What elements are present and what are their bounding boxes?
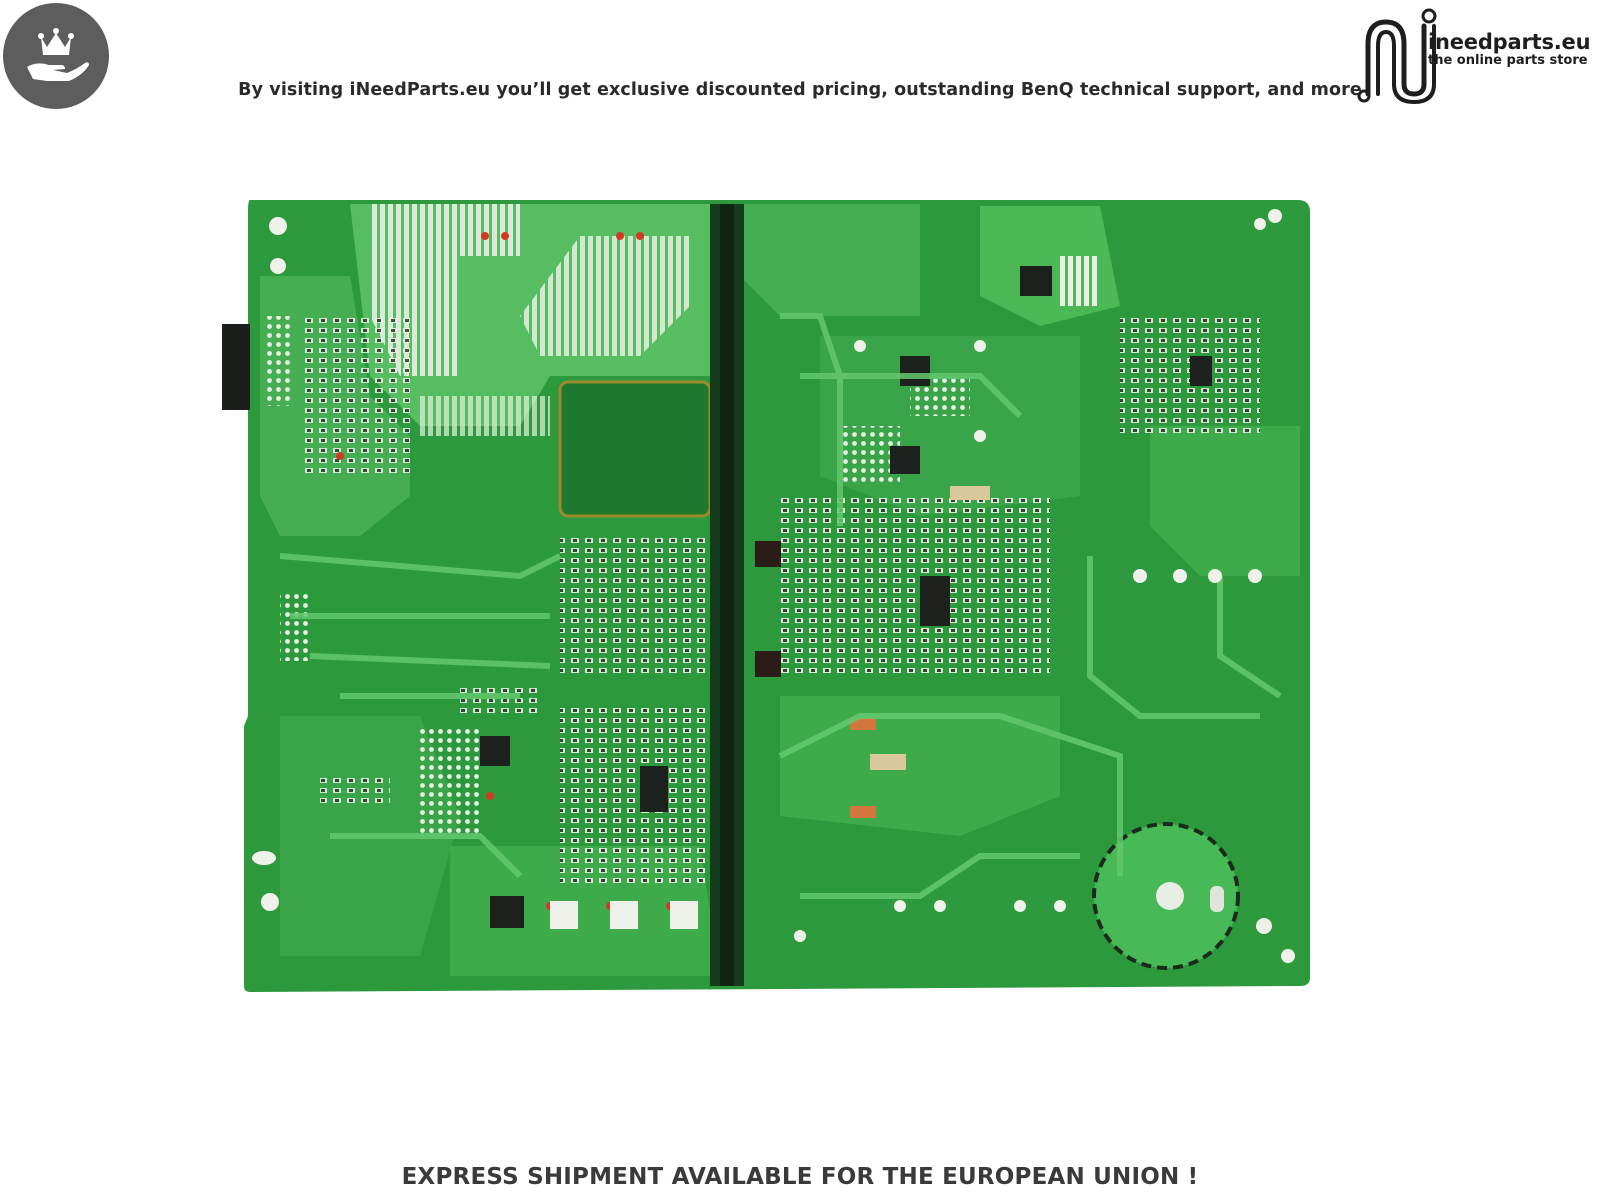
shipping-banner: EXPRESS SHIPMENT AVAILABLE FOR THE EUROP… [401,1164,1199,1190]
header-tagline: By visiting iNeedParts.eu you’ll get exc… [238,80,1362,100]
connector [222,324,250,410]
brand-badge [3,3,109,109]
copper-pour [558,380,712,518]
circuit-n-logo-icon [1357,8,1437,104]
crown-hand-icon [27,28,89,81]
logo-name: ineedparts.eu [1428,30,1591,54]
logo-subtitle: the online parts store [1428,53,1588,68]
product-photo [222,200,1310,992]
